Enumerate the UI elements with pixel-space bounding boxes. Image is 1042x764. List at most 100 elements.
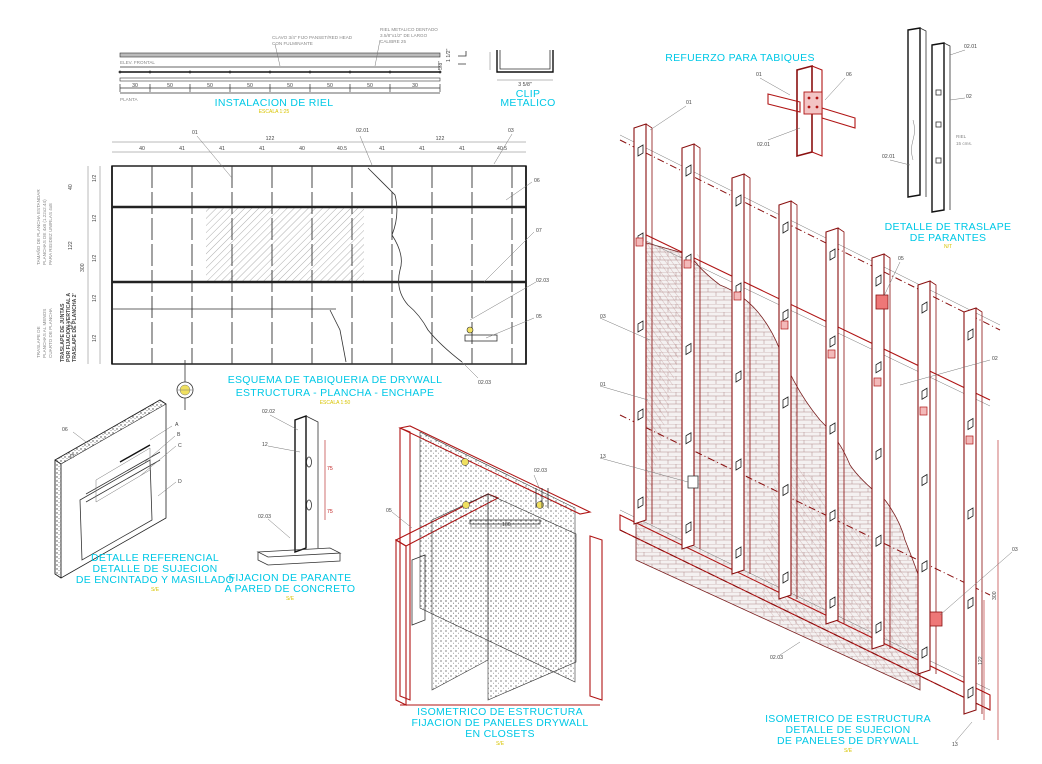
scheme-sub-dim: 41	[459, 146, 465, 152]
rail-note-2: CON FULMINANTE	[272, 41, 313, 46]
rail-anchor	[188, 70, 192, 74]
scheme-scale: ESCALA 1:50	[320, 400, 351, 406]
tape-code-1: 06	[62, 427, 68, 433]
stud-overlap-detail: 02.01 02 02.01 RIEL 15 cms. DETALLE DE T…	[882, 27, 1011, 250]
wall-stud	[825, 227, 839, 625]
stud-fix-title: FIJACION DE PARANTE	[229, 572, 352, 584]
wall-stud	[681, 143, 695, 550]
stud-punchout	[829, 422, 836, 435]
stud-punchout	[921, 646, 928, 659]
rail-dim-label: 50	[207, 83, 213, 89]
stud-punchout	[967, 686, 974, 699]
wall-isometric: 300 122 01 03 01 13 05 02 03 02.03 13 IS…	[599, 100, 1018, 754]
rail-dim-label: 30	[412, 83, 418, 89]
stud-punchout	[875, 274, 882, 287]
scheme-side-note-5: PLANCHAS AL MENOS	[42, 309, 47, 358]
scheme-sub-dim: 40.5	[337, 146, 347, 152]
stud-fix-scale: S/E	[286, 596, 295, 602]
scheme-title2: ESTRUCTURA - PLANCHA - ENCHAPE	[236, 387, 435, 399]
partition-reinforcement-detail: REFUERZO PARA TABIQUES 01 02.01 06	[665, 52, 856, 158]
wall-stud-flange	[929, 280, 937, 674]
tape-mud-detail: 06 A B C D DETALLE REFERENCIAL DETALLE D…	[54, 399, 234, 593]
wall-title: ISOMETRICO DE ESTRUCTURA	[765, 713, 931, 725]
rail-dim-label: 50	[247, 83, 253, 89]
stud-punchout	[875, 621, 882, 634]
stud-punchout	[782, 221, 789, 234]
stud-clip	[827, 349, 836, 359]
stud-punchout	[875, 361, 882, 374]
stud-punchout	[782, 308, 789, 322]
stud-punchout	[735, 370, 742, 383]
wall-stud-flange	[693, 143, 701, 549]
reinforcement-code-2: 02.01	[757, 142, 770, 148]
scheme-sub-dim: 40.5	[497, 146, 507, 152]
stud-punchout	[735, 282, 742, 295]
rail-note-3: RIEL METALICO DENTADO	[380, 27, 438, 32]
scheme-code-3: 03	[508, 128, 514, 134]
rail-dim-label: 50	[287, 83, 293, 89]
rail-anchor	[438, 70, 442, 74]
stud-punchout	[637, 144, 644, 157]
scheme-code-8: 02.03	[478, 380, 491, 386]
wall-title3: DE PANELES DE DRYWALL	[777, 735, 919, 747]
scheme-top-dim-1: 122	[266, 136, 275, 142]
stud-fix-dim-2: 75	[327, 509, 333, 515]
scheme-code-1: 01	[192, 130, 198, 136]
rail-dim-label: 50	[367, 83, 373, 89]
wall-code-8: 02.03	[770, 655, 783, 661]
overlap-code-1: 02.01	[964, 44, 977, 50]
stud-punchout	[967, 596, 974, 610]
tape-scale: S/E	[151, 587, 160, 593]
wall-code-6: 02	[992, 356, 998, 362]
overlap-code-3: 02.01	[882, 154, 895, 160]
tape-code-D: D	[178, 479, 182, 485]
closet-title3: EN CLOSETS	[465, 728, 535, 740]
wall-title2: DETALLE DE SUJECION	[785, 724, 910, 736]
scheme-sub-dim: 41	[179, 146, 185, 152]
tape-code-A: A	[175, 422, 179, 428]
clip-dim: 3 5/8"	[518, 82, 532, 88]
wall-stud	[731, 173, 745, 575]
rail-dim-label: 30	[132, 83, 138, 89]
stud-punchout	[875, 447, 882, 461]
scheme-side-dim-2: 1/2	[92, 215, 98, 222]
closet-code-2: 05	[386, 508, 392, 514]
rail-install-title: INSTALACION DE RIEL	[215, 97, 334, 109]
stud-fix-code-1: 02.02	[262, 409, 275, 415]
rail-side-dim-2: 1 1/2"	[446, 48, 452, 62]
stud-fixing-detail: 75 75 02.02 12 02.03 FIJACION DE PARANTE…	[225, 409, 355, 602]
stud-punchout	[829, 248, 836, 261]
scheme-code-7: 05	[536, 314, 542, 320]
rail-anchor	[148, 70, 152, 74]
stud-fix-code-3: 02.03	[258, 514, 271, 520]
scheme-side-dim-3: 1/2	[92, 255, 98, 262]
stud-punchout	[829, 509, 836, 522]
wall-stud-flange	[883, 253, 891, 649]
wall-code-1: 01	[686, 100, 692, 106]
stud-punchout	[782, 396, 789, 409]
overlap-note-2: 15 cms.	[956, 141, 972, 146]
wall-scale: S/E	[844, 748, 853, 754]
stud-clip	[873, 377, 882, 387]
rail-anchor	[228, 70, 232, 74]
wall-code-9: 13	[952, 742, 958, 748]
scheme-code-4: 06	[534, 178, 540, 184]
stud-punchout	[782, 483, 789, 497]
wall-dim-2: 122	[978, 656, 984, 665]
wall-stud-flange	[645, 123, 653, 524]
wall-stud-flange	[790, 200, 798, 599]
scheme-top-dim-2: 122	[436, 136, 445, 142]
rail-anchor	[118, 70, 122, 74]
reinforcement-title: REFUERZO PARA TABIQUES	[665, 52, 815, 64]
rail-label-elev: ELEV. FRONTAL	[120, 60, 155, 65]
rail-note-5: CALIBRE 25	[380, 39, 406, 44]
scheme-side-dim-1: 1/2	[92, 175, 98, 182]
wall-stud-flange	[975, 307, 983, 714]
closet-isometric: 180 02.03 05 ISOMETRICO DE ESTRUCTURA FI…	[386, 425, 603, 747]
scheme-height-dim-3: 122	[68, 321, 74, 330]
stud-fix-dim-1: 75	[327, 466, 333, 472]
scheme-sub-dim: 40	[299, 146, 305, 152]
stud-punchout	[735, 194, 742, 207]
overlap-code-2: 02	[966, 94, 972, 100]
